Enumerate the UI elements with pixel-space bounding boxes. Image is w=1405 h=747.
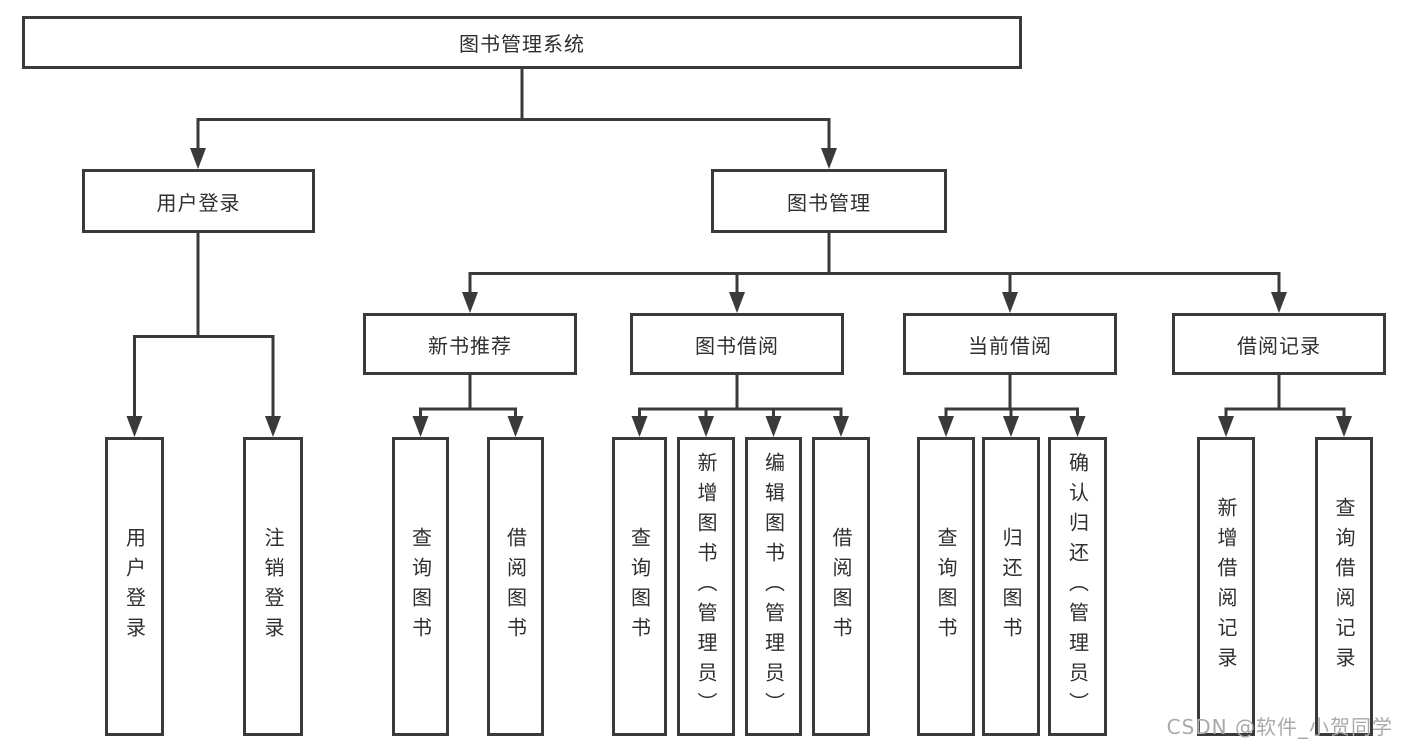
leaf-query-books-recommend-label: 查询图书 <box>408 526 433 647</box>
leaf-return-book-label: 归还图书 <box>999 526 1023 647</box>
node-library-management-system-label: 图书管理系统 <box>459 32 585 56</box>
leaf-confirm-return-admin: 确认归还（管理员） <box>1048 437 1107 736</box>
node-book-management-label: 图书管理 <box>787 190 871 215</box>
node-library-management-system: 图书管理系统 <box>22 16 1022 69</box>
leaf-return-book: 归还图书 <box>982 437 1040 736</box>
leaf-user-login: 用户登录 <box>105 437 164 736</box>
node-user-login: 用户登录 <box>82 169 315 233</box>
node-new-book-recommend-label: 新书推荐 <box>428 333 512 358</box>
leaf-confirm-return-admin-label: 确认归还（管理员） <box>1065 451 1090 722</box>
leaf-logout: 注销登录 <box>243 437 303 736</box>
leaf-query-books-recommend: 查询图书 <box>392 437 449 736</box>
leaf-borrow-books-label: 借阅图书 <box>829 526 853 647</box>
node-book-management: 图书管理 <box>711 169 947 233</box>
leaf-borrow-books: 借阅图书 <box>812 437 870 736</box>
leaf-borrow-books-recommend: 借阅图书 <box>487 437 544 736</box>
node-book-borrow-label: 图书借阅 <box>695 333 779 358</box>
node-borrow-records-label: 借阅记录 <box>1237 333 1321 358</box>
leaf-edit-book-admin-label: 编辑图书（管理员） <box>761 451 786 722</box>
node-current-borrow: 当前借阅 <box>903 313 1117 375</box>
leaf-query-books-current-label: 查询图书 <box>934 526 958 647</box>
node-new-book-recommend: 新书推荐 <box>363 313 577 375</box>
leaf-logout-label: 注销登录 <box>261 526 285 647</box>
csdn-watermark: CSDN @软件_小贺同学 <box>1166 715 1393 739</box>
leaf-add-book-admin-label: 新增图书（管理员） <box>694 451 718 722</box>
leaf-add-borrow-record-label: 新增借阅记录 <box>1214 496 1238 677</box>
node-borrow-records: 借阅记录 <box>1172 313 1386 375</box>
leaf-user-login-label: 用户登录 <box>122 526 147 647</box>
leaf-borrow-books-recommend-label: 借阅图书 <box>503 526 528 647</box>
leaf-query-borrow-record: 查询借阅记录 <box>1315 437 1373 736</box>
leaf-query-books-current: 查询图书 <box>917 437 975 736</box>
node-book-borrow: 图书借阅 <box>630 313 844 375</box>
leaf-add-book-admin: 新增图书（管理员） <box>677 437 735 736</box>
node-current-borrow-label: 当前借阅 <box>968 333 1052 358</box>
leaf-edit-book-admin: 编辑图书（管理员） <box>745 437 802 736</box>
leaf-query-borrow-record-label: 查询借阅记录 <box>1332 496 1356 677</box>
leaf-query-books-borrow: 查询图书 <box>612 437 667 736</box>
leaf-query-books-borrow-label: 查询图书 <box>627 526 652 647</box>
node-user-login-label: 用户登录 <box>156 190 241 215</box>
leaf-add-borrow-record: 新增借阅记录 <box>1197 437 1255 736</box>
